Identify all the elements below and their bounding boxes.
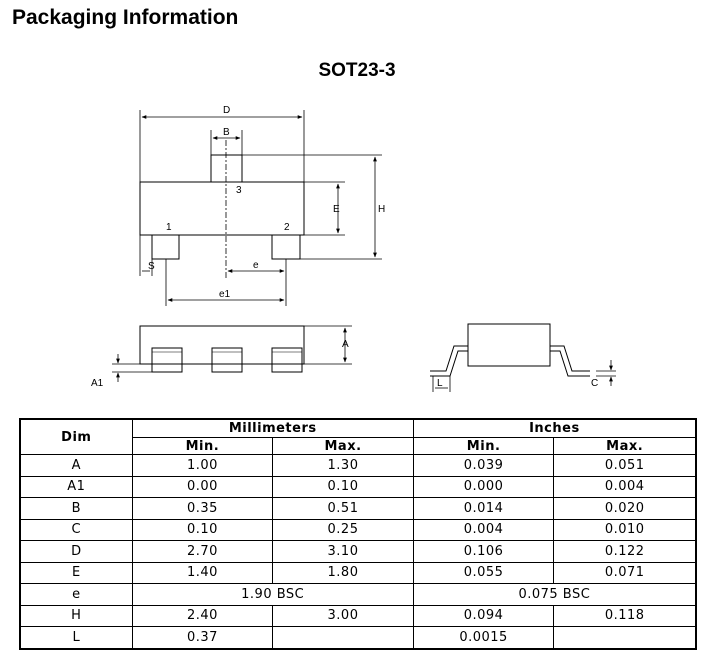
mm-max-cell: 0.10 [272, 475, 414, 498]
package-name: SOT23-3 [318, 60, 396, 81]
in-min-cell: 0.014 [412, 497, 555, 520]
in-max-cell: 0.118 [553, 604, 697, 627]
dim-cell: C [19, 518, 133, 541]
pin1-label: 1 [166, 222, 172, 233]
in-min-cell: 0.0015 [412, 626, 555, 649]
dim-label-L: L [437, 378, 443, 389]
pin2-label: 2 [284, 222, 290, 233]
mm-min-cell: 0.35 [131, 497, 274, 520]
dim-label-C: C [591, 378, 598, 389]
dim-cell: A [19, 454, 133, 477]
dim-cell: L [19, 626, 133, 649]
table-row: A 1.00 1.30 0.039 0.051 [19, 454, 697, 477]
dim-cell: A1 [19, 475, 133, 498]
in-max-cell: 0.071 [553, 561, 697, 584]
mm-min-cell: 1.00 [131, 454, 274, 477]
pin3-lead [210, 154, 243, 183]
side-view [430, 323, 616, 392]
mm-max-cell [272, 626, 414, 649]
page-title: Packaging Information [12, 6, 239, 29]
millimeters-header: Millimeters [131, 418, 414, 438]
in-min-cell: 0.106 [412, 540, 555, 563]
in-max-cell: 0.051 [553, 454, 697, 477]
in-min-cell: 0.000 [412, 475, 555, 498]
dim-label-e: e [253, 260, 259, 271]
dim-label-e1: e1 [219, 289, 231, 300]
in-max-cell: 0.010 [553, 518, 697, 541]
top-view [139, 110, 382, 306]
table-row: H 2.40 3.00 0.094 0.118 [19, 604, 697, 627]
inches-header: Inches [412, 418, 697, 438]
pin3-label: 3 [236, 185, 242, 196]
in-max-cell: 0.004 [553, 475, 697, 498]
dim-label-A: A [342, 339, 349, 350]
table-row: B 0.35 0.51 0.014 0.020 [19, 497, 697, 520]
dim-label-B: B [223, 127, 230, 138]
table-row: e 1.90 BSC 0.075 BSC [19, 583, 697, 606]
dim-header: Dim [19, 418, 133, 455]
mm-min-cell: 0.00 [131, 475, 274, 498]
table-row: D 2.70 3.10 0.106 0.122 [19, 540, 697, 563]
mm-min-cell: 0.10 [131, 518, 274, 541]
dimensions-table: Dim Millimeters Inches Min. Max. Min. Ma… [19, 418, 697, 650]
dim-cell: E [19, 561, 133, 584]
mm-min-cell: 0.37 [131, 626, 274, 649]
mm-max-cell: 0.51 [272, 497, 414, 520]
table-row: C 0.10 0.25 0.004 0.010 [19, 518, 697, 541]
pin1-lead [151, 234, 180, 260]
in-min-cell: 0.094 [412, 604, 555, 627]
dim-cell: B [19, 497, 133, 520]
mm-max-cell: 3.00 [272, 604, 414, 627]
mm-max-cell: 3.10 [272, 540, 414, 563]
in-max-cell: 0.122 [553, 540, 697, 563]
in-min-cell: 0.055 [412, 561, 555, 584]
dim-cell: e [19, 583, 133, 606]
mm-min-cell: 1.40 [131, 561, 274, 584]
mm-min-cell: 2.40 [131, 604, 274, 627]
mm-max-cell: 1.30 [272, 454, 414, 477]
mm-min-header: Min. [131, 437, 274, 455]
dim-label-E: E [333, 204, 340, 215]
dim-cell: H [19, 604, 133, 627]
dim-label-A1: A1 [91, 378, 104, 389]
in-max-cell: 0.020 [553, 497, 697, 520]
in-min-header: Min. [412, 437, 555, 455]
in-max-cell [553, 626, 697, 649]
mm-max-cell: 1.80 [272, 561, 414, 584]
front-view [112, 325, 352, 382]
table-row: A1 0.00 0.10 0.000 0.004 [19, 475, 697, 498]
in-min-cell: 0.039 [412, 454, 555, 477]
dim-label-D: D [223, 105, 230, 116]
in-min-cell: 0.004 [412, 518, 555, 541]
mm-min-cell: 2.70 [131, 540, 274, 563]
table-row: L 0.37 0.0015 [19, 626, 697, 649]
package-body [139, 181, 305, 236]
table-row: E 1.40 1.80 0.055 0.071 [19, 561, 697, 584]
mm-max-cell: 0.25 [272, 518, 414, 541]
dim-label-S: S [148, 261, 155, 272]
dim-label-H: H [378, 204, 385, 215]
package-outline-drawing: D B 3 1 2 E H S e e1 A A1 [91, 105, 616, 392]
in-bsc-cell: 0.075 BSC [412, 583, 697, 606]
mm-bsc-cell: 1.90 BSC [131, 583, 414, 606]
dim-cell: D [19, 540, 133, 563]
mm-max-header: Max. [272, 437, 414, 455]
in-max-header: Max. [553, 437, 697, 455]
pin2-lead [271, 234, 301, 260]
